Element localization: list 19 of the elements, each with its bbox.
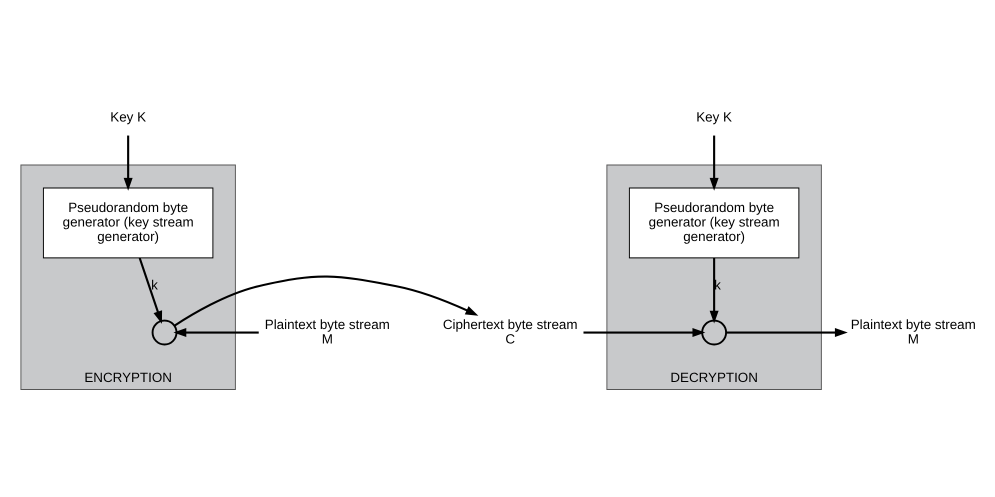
arrow (174, 275, 478, 326)
arrow (710, 257, 719, 324)
arrow (726, 328, 848, 337)
node-text: Plaintext byte stream M (264, 316, 390, 346)
arrow (138, 257, 162, 324)
node-text: Ciphertext byte stream C (442, 316, 578, 346)
node-text: Key K (696, 109, 732, 124)
arrow (173, 328, 259, 337)
node-text: Plaintext byte stream M (850, 316, 976, 346)
node-box: Pseudorandom byte generator (key stream generator) (628, 186, 800, 258)
arrow (583, 328, 706, 337)
arrow (710, 135, 719, 190)
node-text: Key K (110, 109, 146, 124)
node-box: Pseudorandom byte generator (key stream generator) (42, 186, 214, 258)
arrow (124, 135, 133, 190)
edge-label: k (151, 277, 158, 292)
node-circle (152, 319, 178, 345)
edge-label: k (714, 277, 721, 292)
node-circle (701, 319, 728, 345)
